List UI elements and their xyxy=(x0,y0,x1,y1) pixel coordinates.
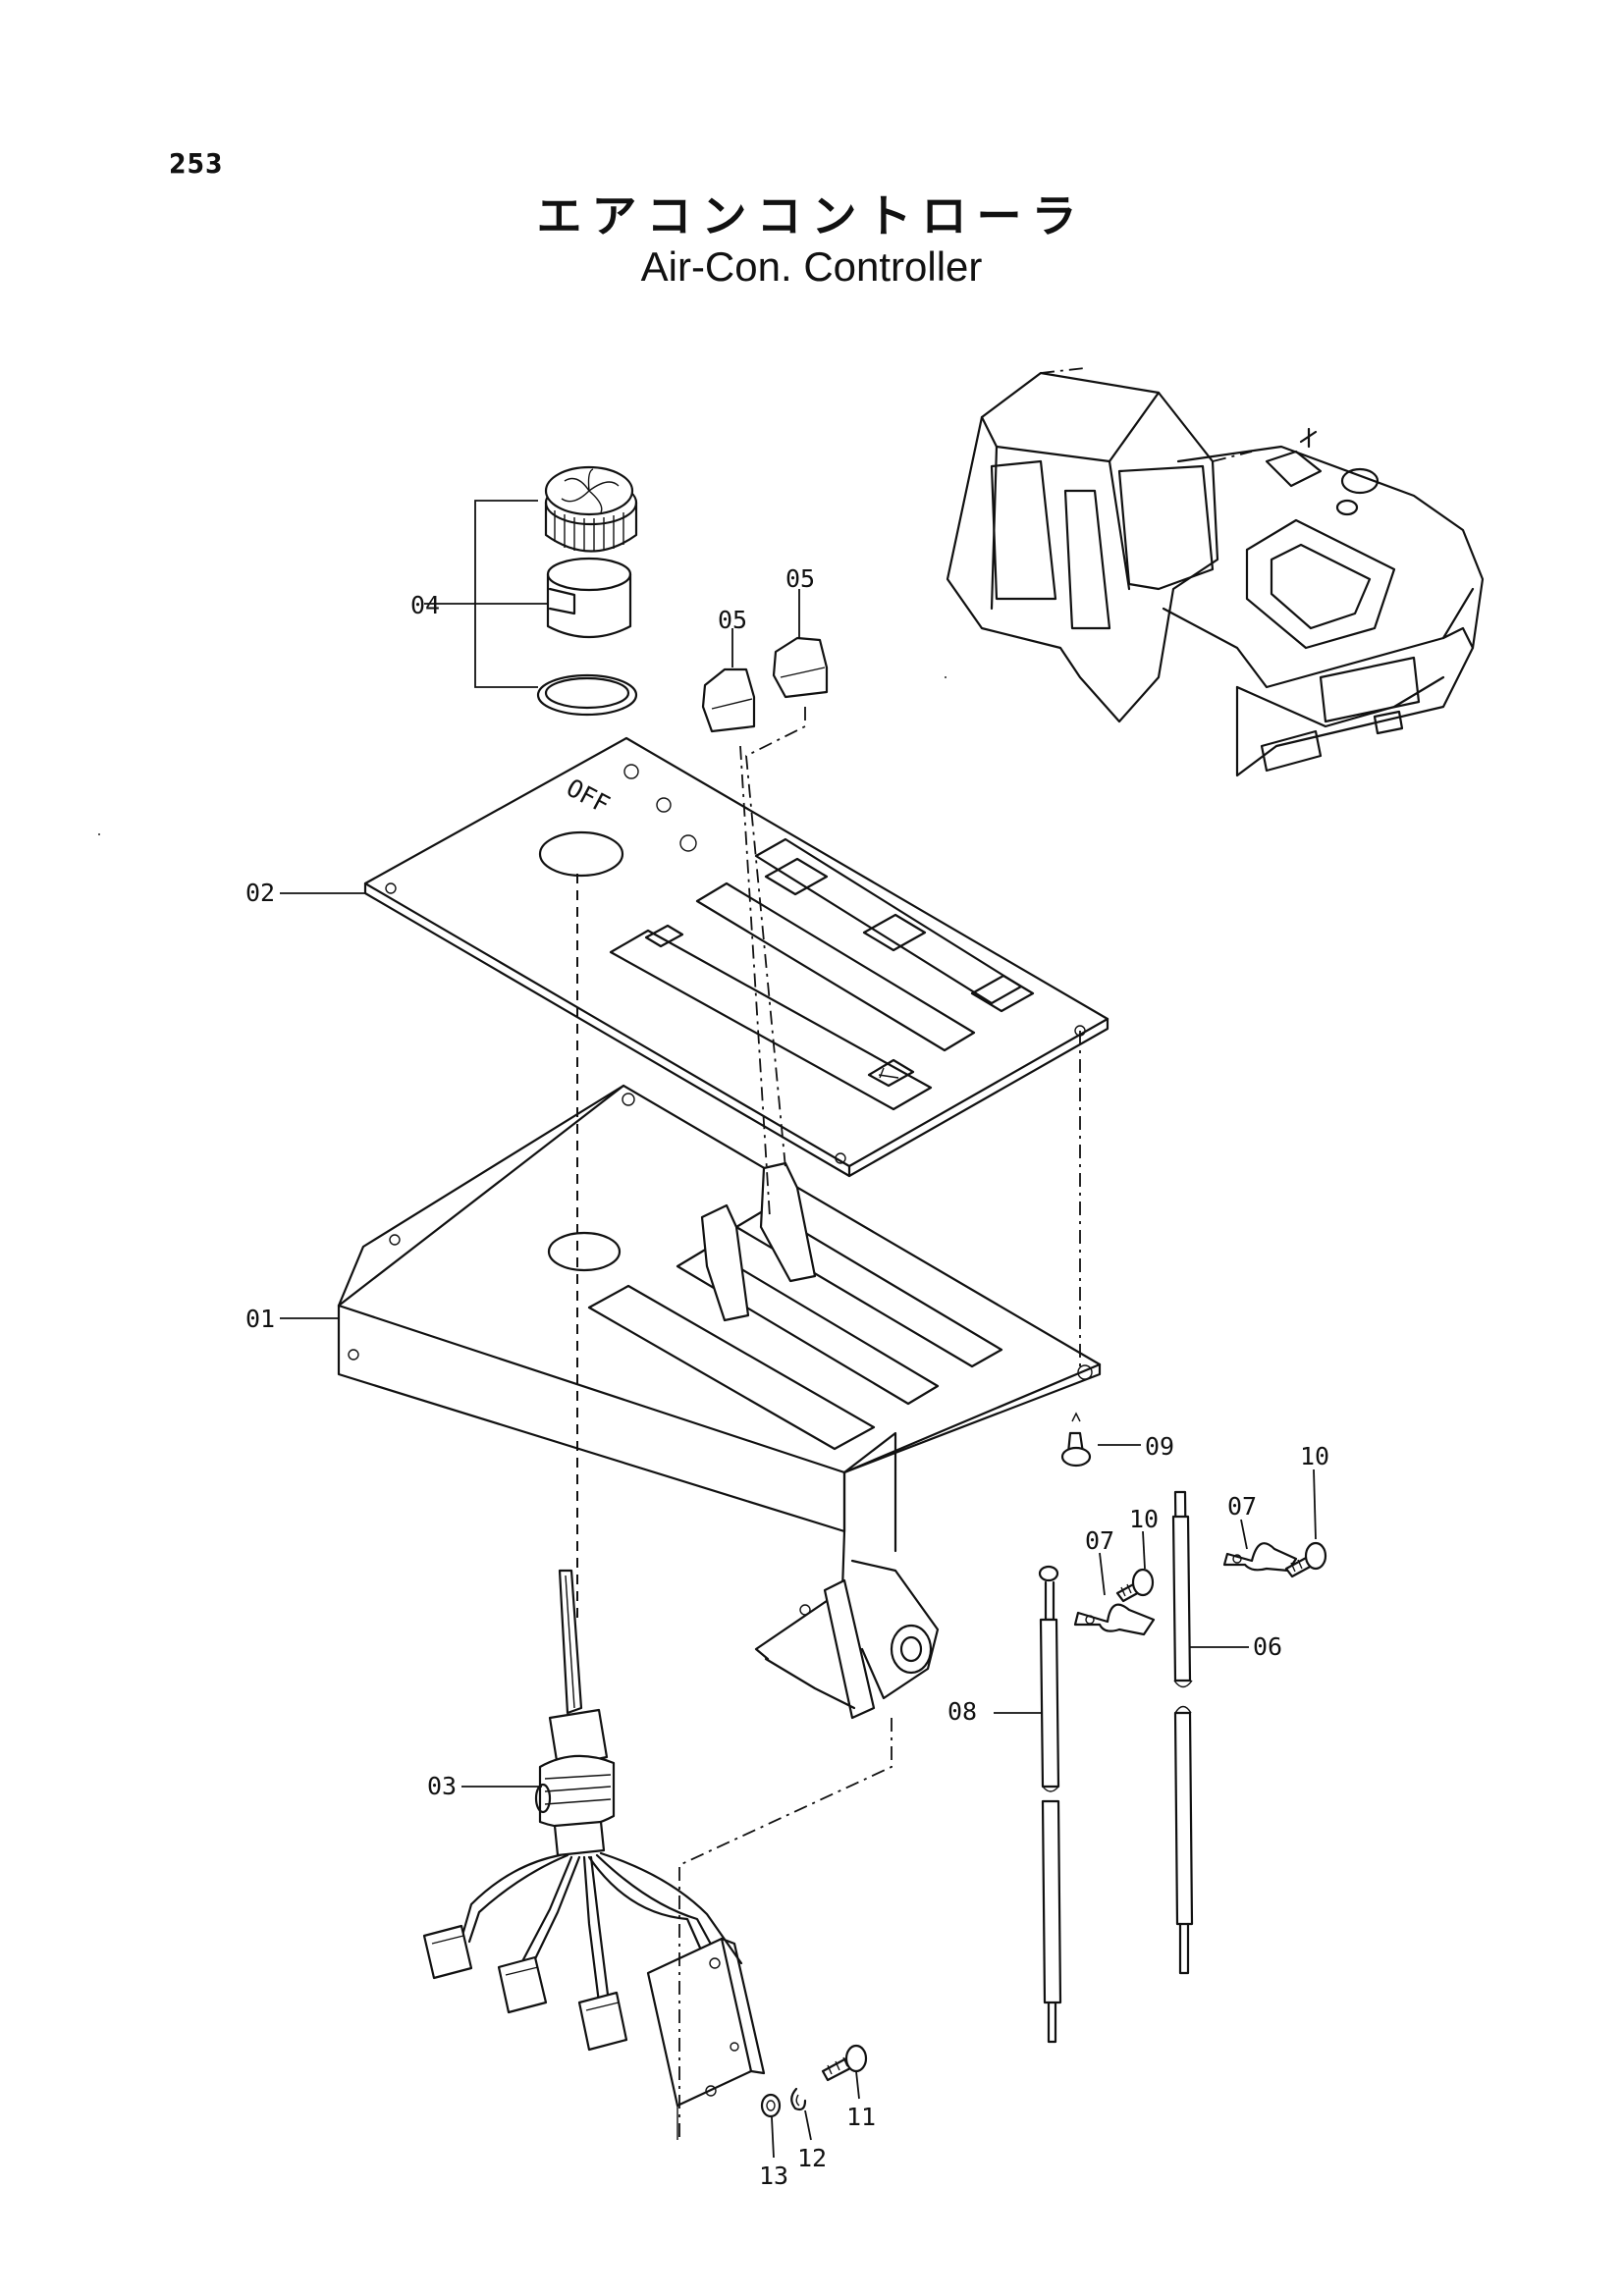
callout-07a: 07 xyxy=(1085,1526,1114,1555)
title-english: Air-Con. Controller xyxy=(640,243,983,290)
face-panel-02: OFF xyxy=(363,736,1109,1178)
callout-01: 01 xyxy=(245,1305,275,1333)
cable-06 xyxy=(1171,1490,1194,1975)
controller-body-01 xyxy=(337,1084,1102,1720)
callout-02: 02 xyxy=(245,879,275,907)
callout-06: 06 xyxy=(1253,1632,1282,1661)
excavator-locator xyxy=(946,367,1485,777)
callout-labels: 02 01 03 04 05 05 06 07 07 08 09 10 10 1… xyxy=(245,564,1329,2190)
screw-09 xyxy=(1060,1412,1092,1468)
leader-lines xyxy=(280,892,1317,2159)
callout-05a: 05 xyxy=(718,606,747,634)
title-japanese: エアコンコントローラ xyxy=(536,189,1087,242)
washer-12 xyxy=(790,2087,807,2111)
assembly-lines xyxy=(98,676,1081,2140)
callout-05b: 05 xyxy=(785,564,815,593)
callout-10b: 10 xyxy=(1300,1442,1329,1470)
callout-07b: 07 xyxy=(1227,1492,1257,1521)
bolt-10b xyxy=(1284,1541,1327,1578)
page-number: 253 xyxy=(169,147,224,180)
knob-assembly-04 xyxy=(424,465,638,717)
clamp-07b xyxy=(1222,1542,1298,1573)
clamp-07a xyxy=(1073,1603,1156,1636)
callout-10a: 10 xyxy=(1129,1505,1159,1533)
bolt-10a xyxy=(1115,1568,1155,1603)
cable-08 xyxy=(1038,1565,1062,2044)
bolt-11 xyxy=(821,2044,868,2082)
callout-13: 13 xyxy=(759,2162,788,2190)
washer-13 xyxy=(760,2093,782,2118)
callout-03: 03 xyxy=(427,1772,457,1800)
lever-caps-05 xyxy=(701,589,829,733)
callout-08: 08 xyxy=(947,1697,977,1726)
potentiometer-03 xyxy=(422,1569,766,2140)
callout-12: 12 xyxy=(797,2144,827,2172)
callout-09: 09 xyxy=(1145,1432,1174,1461)
callout-11: 11 xyxy=(846,2103,876,2131)
callout-04: 04 xyxy=(410,591,440,619)
